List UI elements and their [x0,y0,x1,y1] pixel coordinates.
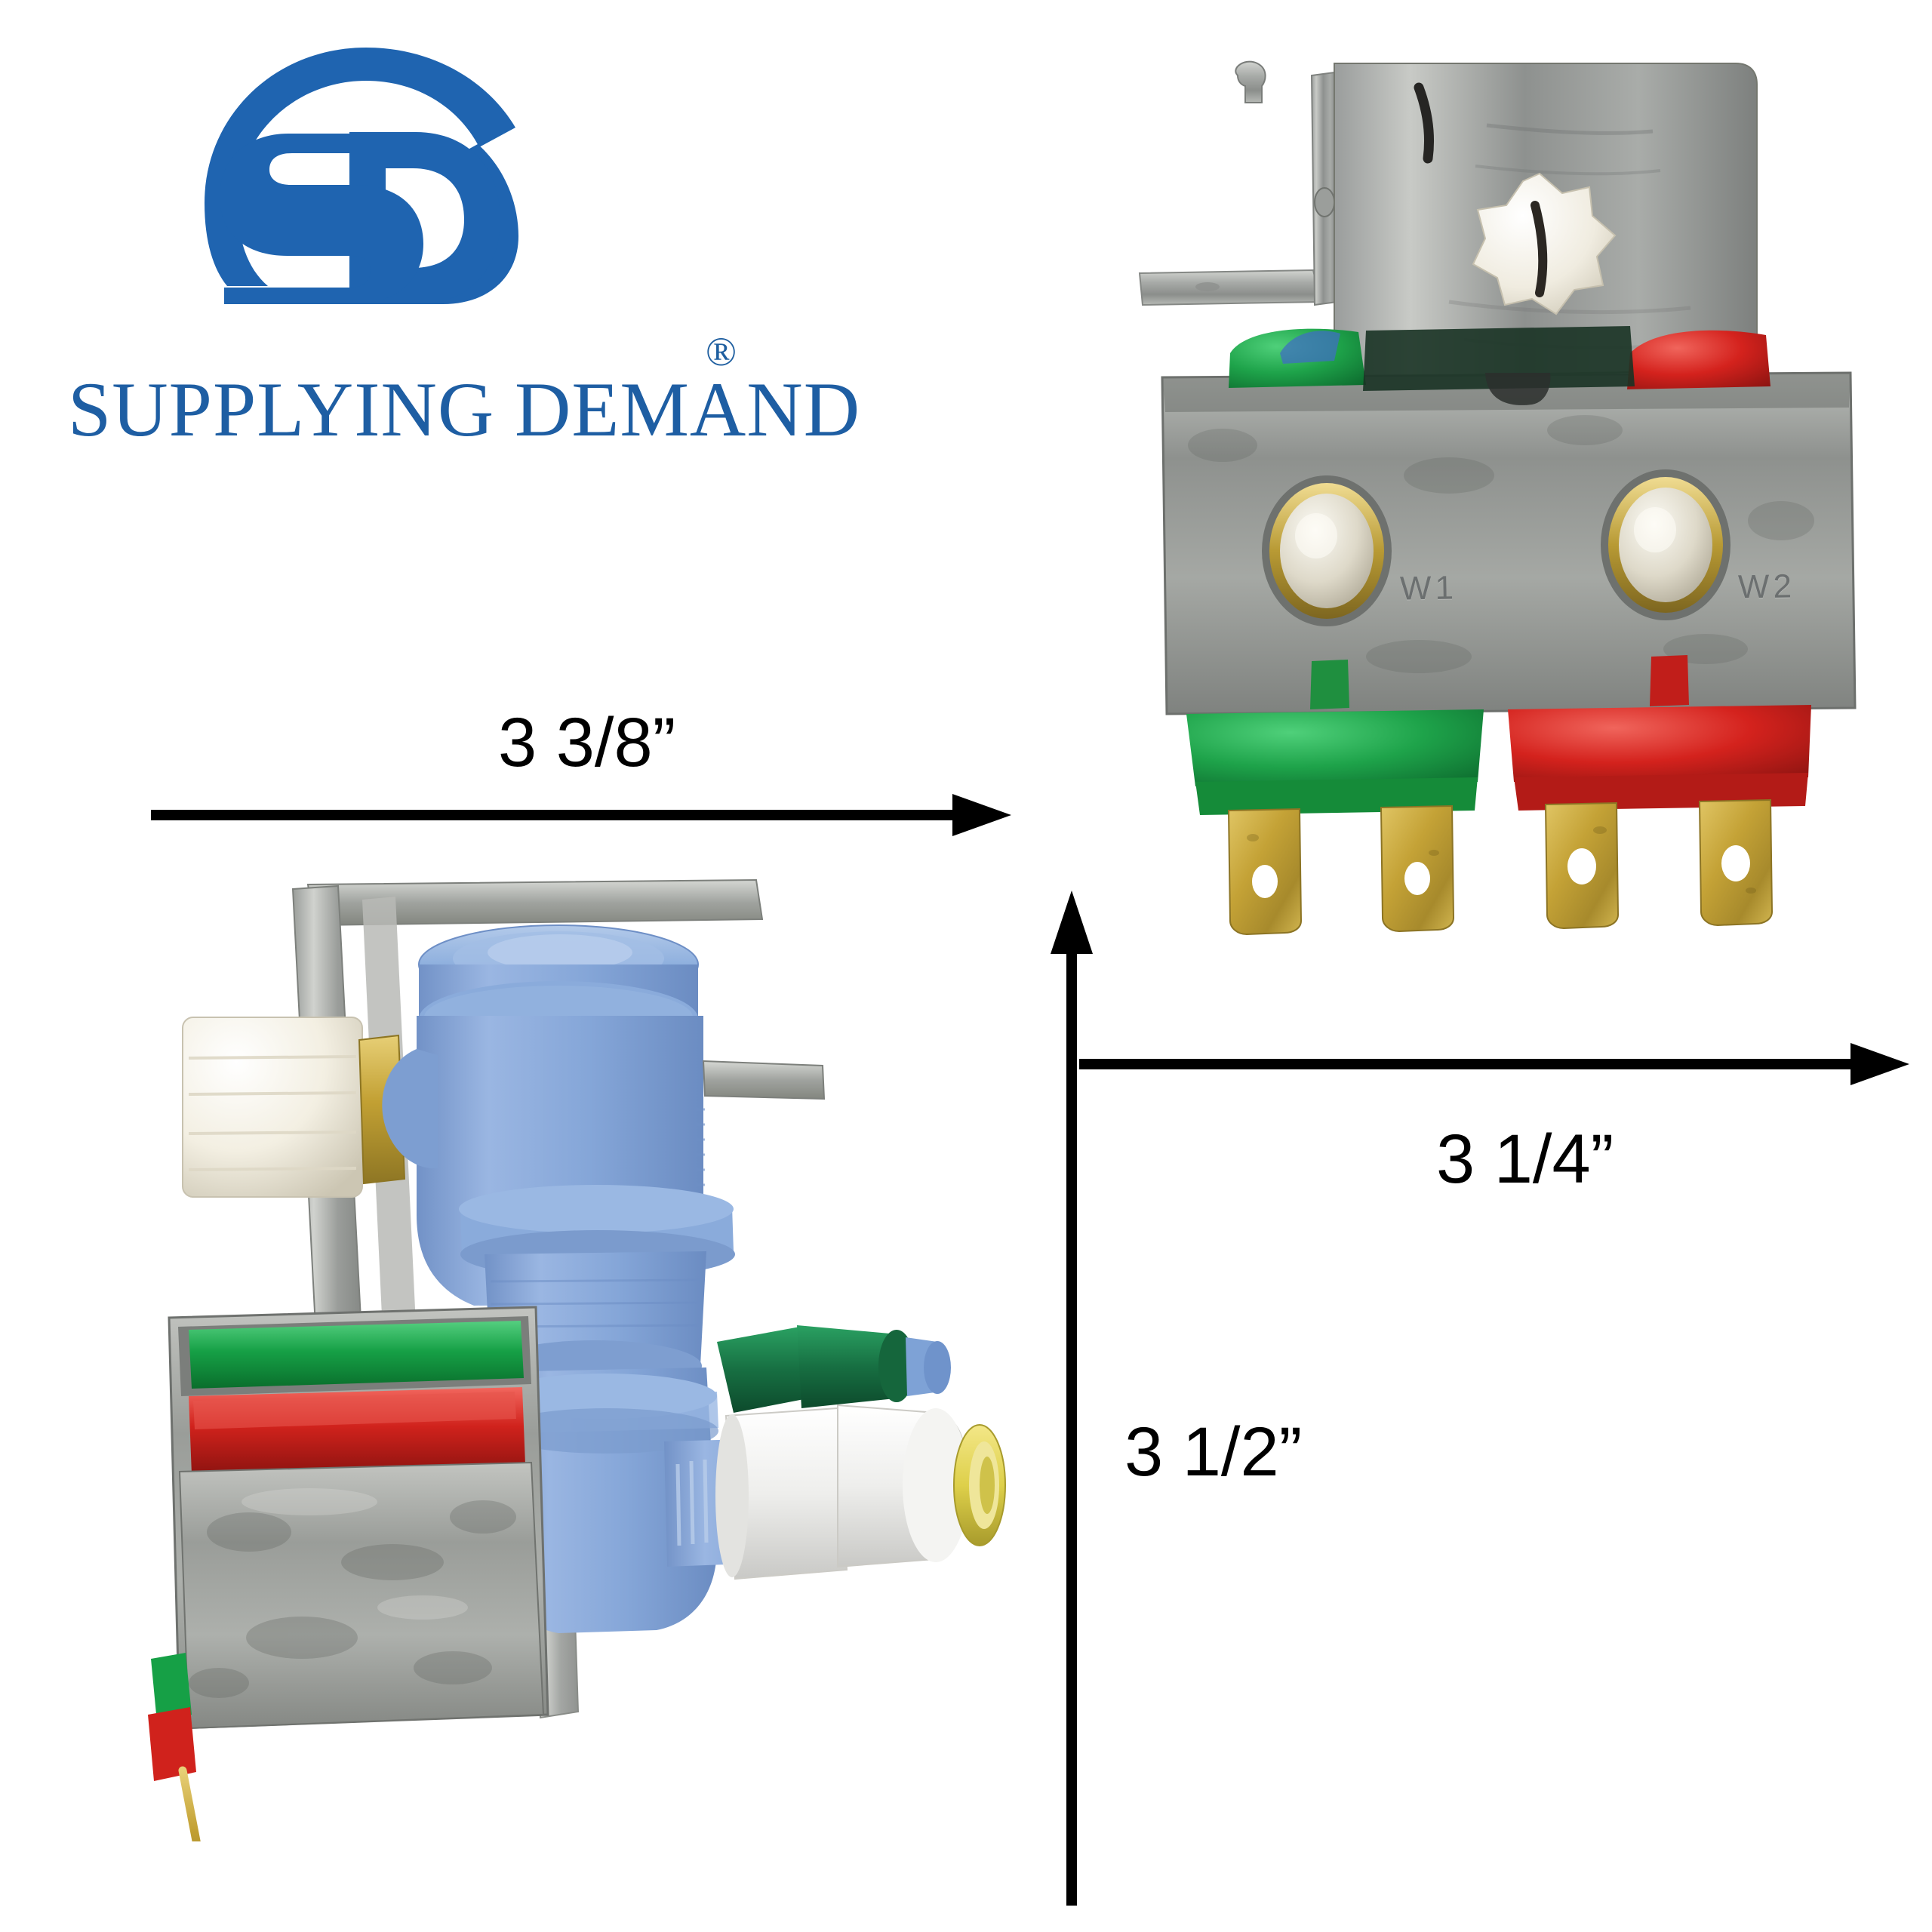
product-image-side-view [136,868,1079,1841]
sd-monogram-icon [177,42,555,313]
coil-marking-w1: W1 [1399,569,1458,608]
height-dimension-arrow [1051,891,1093,1906]
width-dimension-arrow [151,794,1011,836]
product-image-front-view [1132,53,1902,1011]
dimension-label-width: 3 3/8” [498,704,676,781]
depth-dimension-arrow [1079,1043,1909,1085]
coil-marking-w2: W2 [1737,568,1796,606]
dimension-label-depth: 3 1/4” [1436,1121,1614,1198]
brand-company-name: SUPPLYING DEMAND [68,367,861,453]
registered-trademark-icon: ® [706,329,737,374]
brand-logo-block: ® SUPPLYING DEMAND [68,42,860,449]
dimension-label-height: 3 1/2” [1124,1414,1303,1491]
